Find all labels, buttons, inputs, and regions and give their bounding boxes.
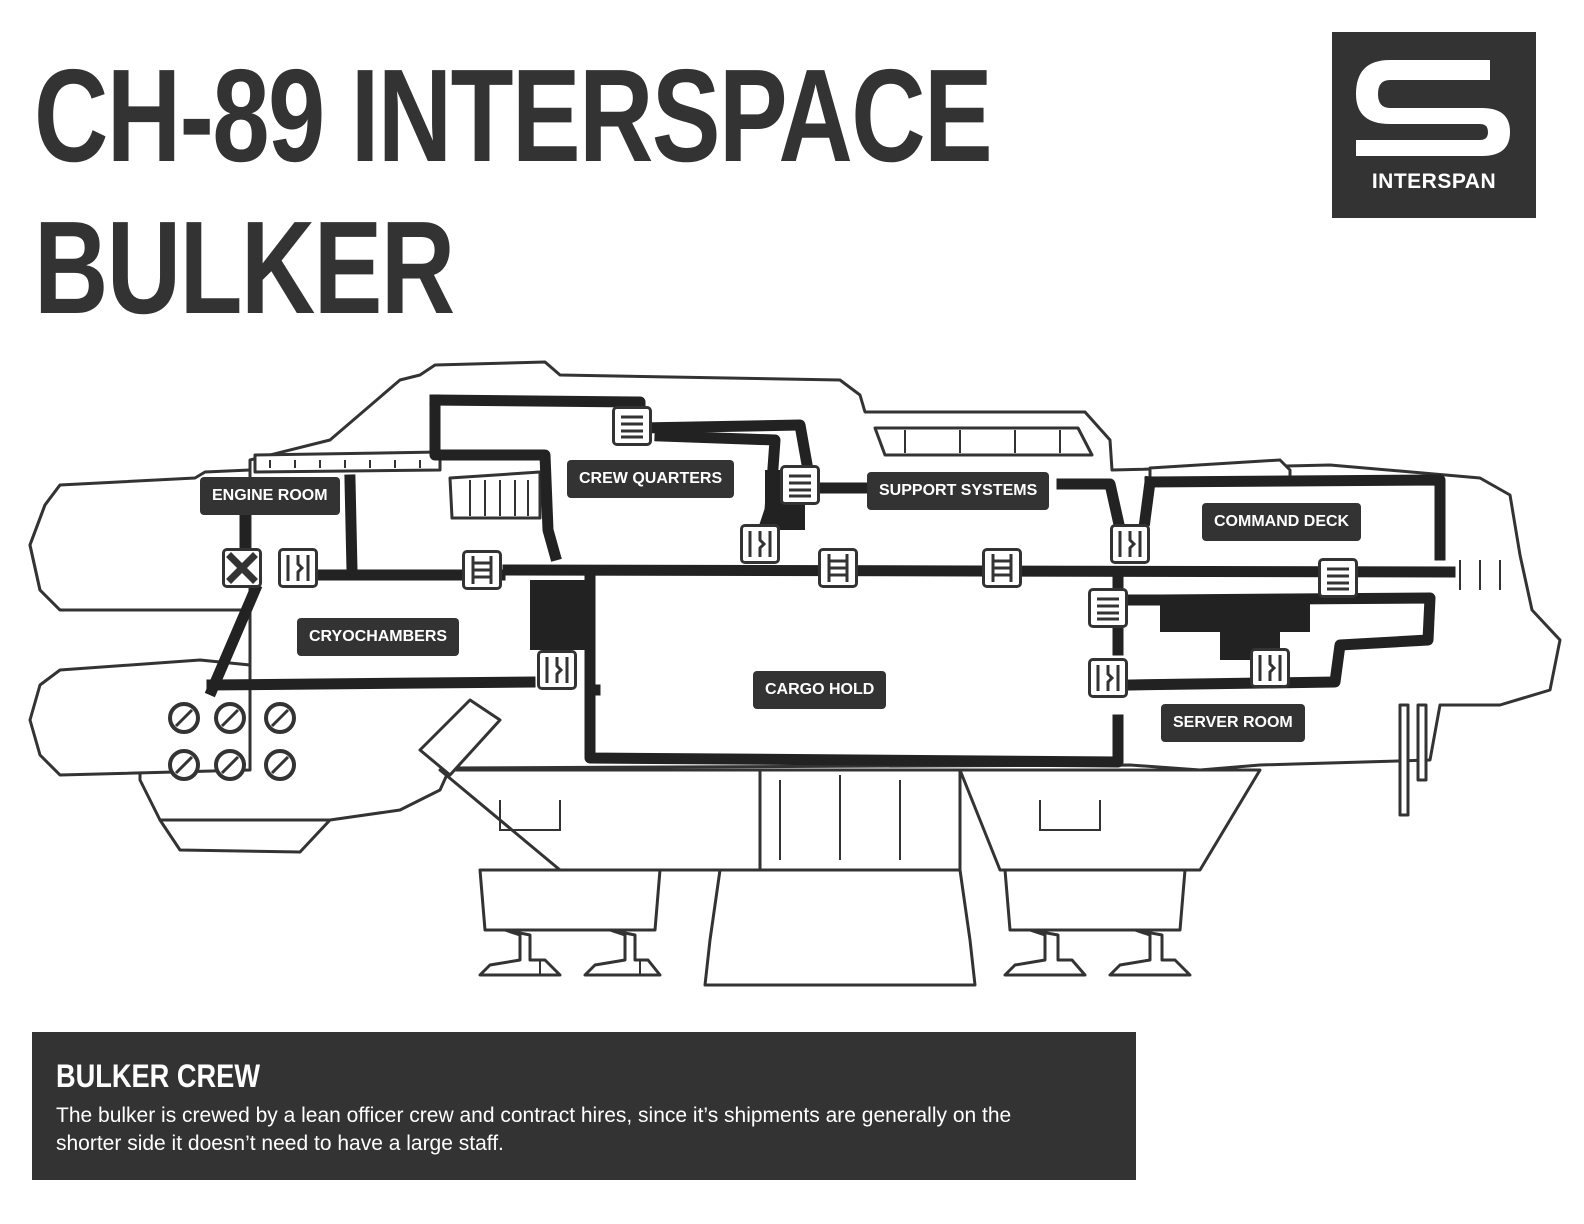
room-label-command-deck[interactable]: COMMAND DECK [1202,503,1362,541]
room-label-support-systems[interactable]: SUPPORT SYSTEMS [867,472,1050,510]
crew-info-panel: BULKER CREW The bulker is crewed by a le… [32,1032,1136,1180]
vent-icon[interactable] [1318,558,1358,598]
door-icon[interactable] [740,524,780,564]
page-title: CH-89 INTERSPACE BULKER [34,40,993,344]
crew-heading: BULKER CREW [56,1058,260,1094]
vent-icon[interactable] [780,465,820,505]
blocked-door-icon[interactable] [222,548,262,588]
door-icon[interactable] [537,650,577,690]
crew-description: The bulker is crewed by a lean officer c… [56,1104,1012,1155]
ship-deck-map: ENGINE ROOM CREW QUARTERS SUPPORT SYSTEM… [0,340,1584,1020]
door-icon[interactable] [1110,524,1150,564]
room-label-server-room[interactable]: SERVER ROOM [1161,704,1305,742]
logo-name: INTERSPAN [1371,170,1497,193]
room-label-engine-room[interactable]: ENGINE ROOM [200,477,340,515]
title-line-2: BULKER [34,194,455,341]
ladder-icon[interactable] [818,548,858,588]
interspan-logo: INTERSPAN [1332,32,1536,218]
title-line-1: CH-89 INTERSPACE [34,42,993,189]
ladder-icon[interactable] [462,550,502,590]
room-label-cryochambers[interactable]: CRYOCHAMBERS [297,618,460,656]
vent-icon[interactable] [1088,588,1128,628]
door-icon[interactable] [1088,658,1128,698]
room-label-crew-quarters[interactable]: CREW QUARTERS [567,460,735,498]
s-logo-icon [1356,60,1510,156]
door-icon[interactable] [278,548,318,588]
door-icon[interactable] [1250,648,1290,688]
vent-icon[interactable] [612,406,652,446]
room-label-cargo-hold[interactable]: CARGO HOLD [753,671,887,709]
ladder-icon[interactable] [982,548,1022,588]
